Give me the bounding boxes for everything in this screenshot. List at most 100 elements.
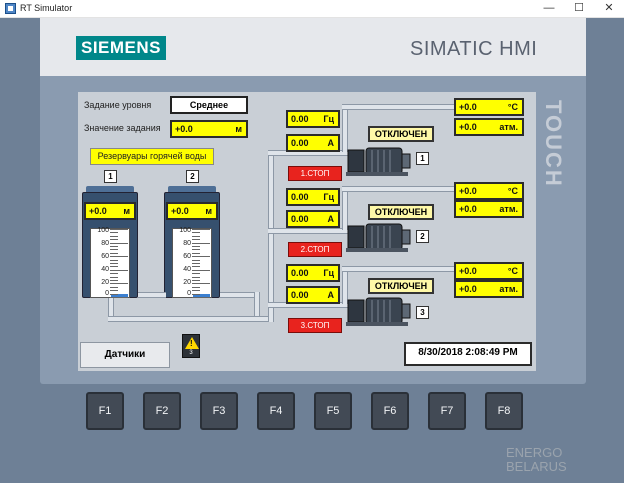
alarm-count: 3: [189, 350, 193, 356]
pump-1-temperature-field: +0.0 °C: [454, 98, 524, 116]
scale-tick-mark: [192, 297, 210, 298]
watermark: ENERGO BELARUS: [506, 446, 567, 474]
scale-tick-mark: [192, 232, 200, 234]
scale-tick-mark: [110, 242, 128, 244]
pump-3-pressure-field: +0.0 атм.: [454, 280, 524, 298]
pipe-pump-2-up: [342, 188, 348, 230]
warning-icon[interactable]: ! 3: [182, 334, 200, 358]
scale-tick-mark: [110, 276, 118, 278]
tank-2-number: 2: [186, 170, 199, 183]
function-key-f5[interactable]: F5: [314, 392, 352, 430]
pump-2-frequency: 0.00: [291, 192, 309, 202]
tank-1-water: [111, 293, 128, 297]
maximize-button[interactable]: ☐: [574, 2, 584, 14]
setpoint-value-field[interactable]: +0.0 м: [170, 120, 248, 138]
function-key-f4[interactable]: F4: [257, 392, 295, 430]
pump-3-pressure-unit: атм.: [499, 284, 518, 294]
pump-1-icon: [346, 147, 411, 176]
pump-2-frequency-field: 0.00 Гц: [286, 188, 340, 206]
pump-3-frequency: 0.00: [291, 268, 309, 278]
pump-3-stop-button[interactable]: 3.СТОП: [288, 318, 342, 333]
window-title: RT Simulator: [20, 3, 73, 13]
scale-tick-mark: [192, 266, 200, 268]
pump-3-pressure: +0.0: [459, 284, 477, 294]
tank-2-cap: [168, 186, 216, 192]
tank-2-level-field: +0.0 м: [166, 202, 218, 220]
reservoirs-banner: Резервуары горячей воды: [90, 148, 214, 165]
setpoint-value: +0.0: [175, 124, 193, 134]
pump-1-temperature: +0.0: [459, 102, 477, 112]
tank-2-water: [193, 293, 210, 297]
watermark-line-2: BELARUS: [506, 459, 567, 474]
level-setpoint-select[interactable]: Среднее: [170, 96, 248, 114]
scale-tick-mark: [110, 263, 118, 264]
warning-exclamation: !: [190, 339, 193, 348]
pump-2-stop-button[interactable]: 2.СТОП: [288, 242, 342, 257]
pump-1-pressure-unit: атм.: [499, 122, 518, 132]
tank-1-tick-40: 40: [101, 266, 109, 273]
pump-1-temperature-unit: °C: [507, 102, 518, 112]
pump-2-number: 2: [416, 230, 429, 243]
minimize-button[interactable]: —: [543, 2, 555, 14]
pump-1-pressure: +0.0: [459, 122, 477, 132]
tank-1-cap: [86, 186, 134, 192]
scale-tick-mark: [110, 269, 128, 271]
scale-tick-mark: [110, 293, 118, 295]
pipe-pump-3-up: [342, 268, 348, 304]
scale-tick-mark: [192, 239, 200, 241]
pump-2-temperature-field: +0.0 °C: [454, 182, 524, 200]
scale-tick-mark: [192, 235, 200, 237]
scale-tick-mark: [192, 276, 200, 278]
hmi-screen: Задание уровня Среднее Значение задания …: [78, 92, 536, 371]
scale-tick-mark: [110, 235, 118, 237]
pump-1-current-unit: A: [327, 138, 335, 148]
sensors-button[interactable]: Датчики: [80, 342, 170, 368]
pump-3-frequency-unit: Гц: [323, 268, 334, 278]
scale-tick-mark: [192, 249, 200, 251]
tank-2-tick-0: 0: [187, 290, 191, 297]
pump-2-pressure: +0.0: [459, 204, 477, 214]
function-key-f1[interactable]: F1: [86, 392, 124, 430]
pump-3-current: 0.00: [291, 290, 309, 300]
close-button[interactable]: ✕: [604, 2, 614, 14]
setpoint-value-label: Значение задания: [84, 123, 161, 133]
touch-label: TOUCH: [541, 100, 566, 188]
pump-1-frequency-field: 0.00 Гц: [286, 110, 340, 128]
pipe-pump-2-out: [342, 186, 454, 192]
pump-3-status: ОТКЛЮЧЕН: [368, 278, 434, 294]
scale-tick-mark: [110, 229, 128, 230]
scale-tick-mark: [110, 249, 118, 251]
scale-tick-mark: [110, 252, 118, 254]
scale-tick-mark: [110, 283, 128, 285]
pump-2-status: ОТКЛЮЧЕН: [368, 204, 434, 220]
tank-1-tick-0: 0: [105, 290, 109, 297]
function-key-f8[interactable]: F8: [485, 392, 523, 430]
pump-2-current: 0.00: [291, 214, 309, 224]
pipe-tank1-drop: [108, 298, 114, 320]
pipe-to-pump-2: [268, 228, 348, 234]
scale-tick-mark: [110, 259, 118, 261]
scale-tick-mark: [192, 259, 200, 261]
pipe-bottom: [108, 316, 272, 322]
tank-1-level: +0.0: [89, 206, 107, 216]
tank-2-level: +0.0: [171, 206, 189, 216]
scale-tick-mark: [192, 286, 200, 288]
function-key-f7[interactable]: F7: [428, 392, 466, 430]
scale-tick-mark: [110, 290, 118, 292]
pipe-main-riser: [268, 152, 274, 322]
function-key-f3[interactable]: F3: [200, 392, 238, 430]
pump-1-frequency: 0.00: [291, 114, 309, 124]
pump-1-stop-button[interactable]: 1.СТОП: [288, 166, 342, 181]
datetime-display: 8/30/2018 2:08:49 PM: [404, 342, 532, 366]
scale-tick-mark: [192, 263, 200, 264]
tank-1-number: 1: [104, 170, 117, 183]
pump-3-current-field: 0.00 A: [286, 286, 340, 304]
level-setpoint-label: Задание уровня: [84, 100, 152, 110]
pump-1-frequency-unit: Гц: [323, 114, 334, 124]
pump-1-pressure-field: +0.0 атм.: [454, 118, 524, 136]
scale-tick-mark: [110, 297, 128, 298]
scale-tick-mark: [192, 273, 200, 275]
function-key-f2[interactable]: F2: [143, 392, 181, 430]
tank-1-unit: м: [123, 206, 130, 216]
function-key-f6[interactable]: F6: [371, 392, 409, 430]
